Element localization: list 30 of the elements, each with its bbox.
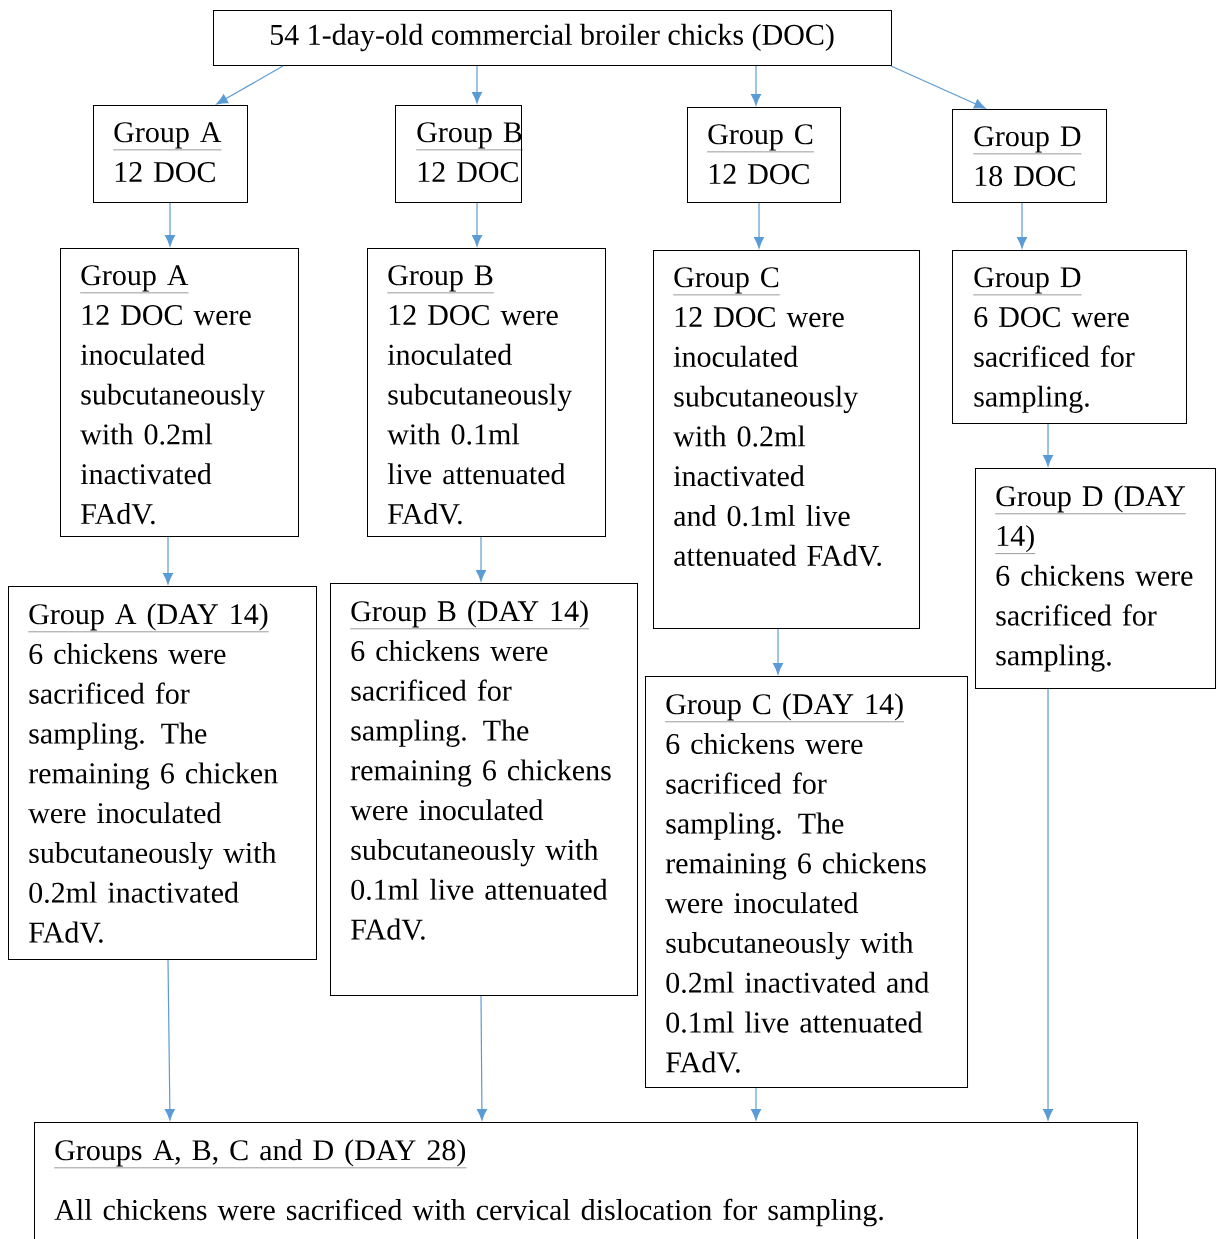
arrow — [216, 65, 284, 105]
process-box: Groups A, B, C and D (DAY 28) All chickens were sacrificed with cervical dislocation for sampling. — [34, 1122, 1138, 1239]
process-box: Group C (DAY 14) 6 chickens were sacrificed for sampling. The remaining 6 chickens were inoculated subcutaneously with 0.2ml inactivated and 0.1ml live attenuated FAdV. — [645, 676, 968, 1088]
arrow — [1017, 202, 1027, 249]
process-box: 54 1-day-old commercial broiler chicks (DOC) — [213, 10, 892, 66]
arrow — [1043, 688, 1053, 1121]
arrow — [1043, 423, 1053, 467]
arrow — [472, 65, 482, 104]
arrow — [751, 1087, 761, 1121]
arrow — [165, 202, 175, 247]
arrow — [164, 959, 175, 1121]
process-box: Group D (DAY 14) 6 chickens were sacrificed for sampling. — [975, 468, 1216, 689]
arrow — [472, 202, 482, 247]
process-box: Group B (DAY 14) 6 chickens were sacrificed for sampling. The remaining 6 chickens were inoculated subcutaneously with 0.1ml live attenuated FAdV. — [330, 583, 638, 996]
arrow — [476, 536, 486, 582]
process-box: Group D 6 DOC were sacrificed for sampling. — [952, 250, 1187, 424]
arrow — [890, 65, 986, 109]
arrow — [754, 202, 764, 249]
process-box: Group C 12 DOC were inoculated subcutaneously with 0.2ml inactivated and 0.1ml live attenuated FAdV. — [653, 250, 920, 629]
process-box: Group A 12 DOC — [93, 105, 248, 203]
process-box: Group A (DAY 14) 6 chickens were sacrificed for sampling. The remaining 6 chicken were inoculated subcutaneously with 0.2ml inactivated FAdV. — [8, 586, 317, 960]
arrow — [751, 65, 761, 106]
process-box: Group D 18 DOC — [952, 109, 1107, 203]
process-box: Group C 12 DOC — [687, 107, 841, 203]
arrow — [163, 536, 173, 585]
arrow — [773, 628, 783, 675]
process-box: Group A 12 DOC were inoculated subcutaneously with 0.2ml inactivated FAdV. — [60, 248, 299, 537]
arrow — [476, 995, 487, 1121]
process-box: Group B 12 DOC — [395, 105, 524, 203]
process-box: Group B 12 DOC were inoculated subcutaneously with 0.1ml live attenuated FAdV. — [367, 248, 606, 537]
